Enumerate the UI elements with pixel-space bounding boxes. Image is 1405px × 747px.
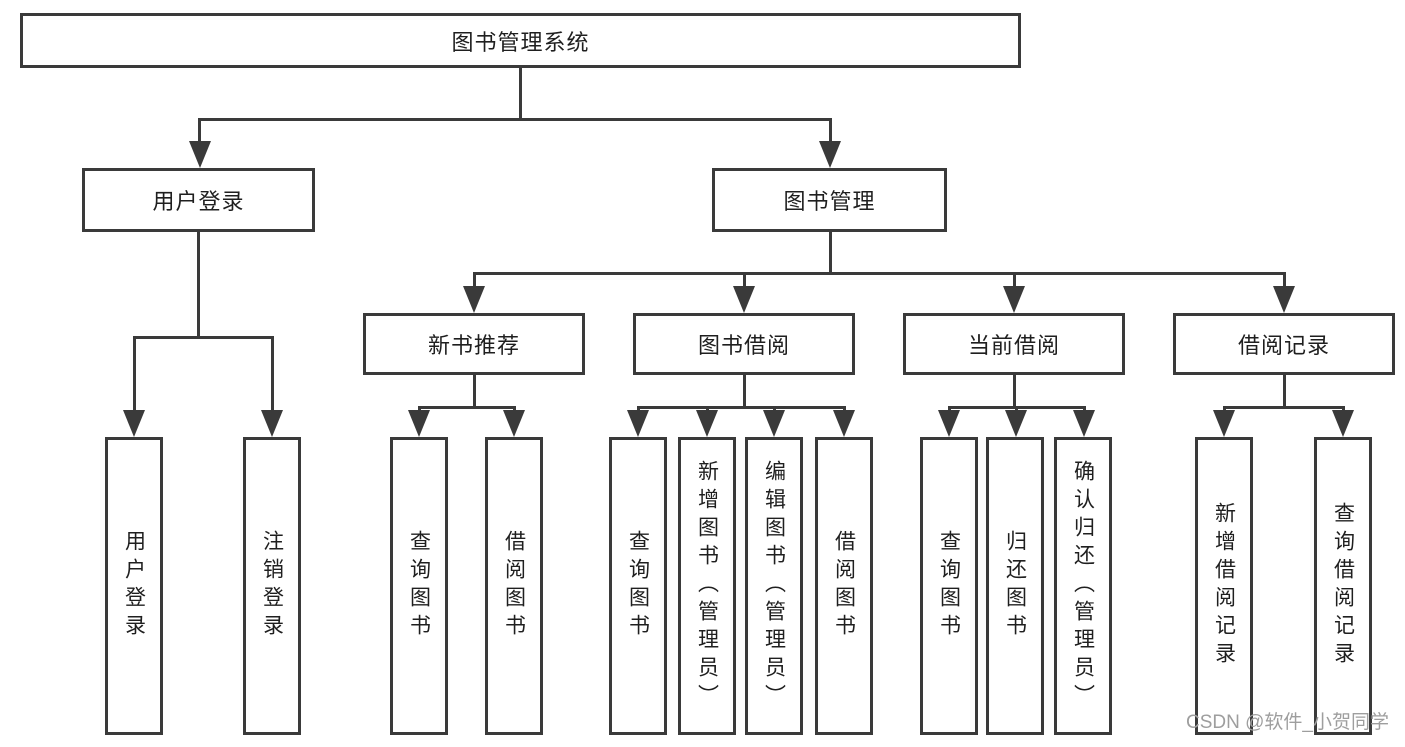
connector-line [829, 232, 832, 274]
connector-line [1015, 406, 1018, 412]
connector-line [773, 406, 776, 412]
connector-line [843, 406, 846, 412]
connector-line [706, 406, 709, 412]
node-new-book-recommendation: 新书推荐 [363, 313, 585, 375]
connector-line [519, 68, 522, 120]
arrow-down-icon [261, 410, 283, 437]
connector-line [1223, 406, 1345, 409]
connector-line [1223, 406, 1226, 412]
connector-line [637, 406, 640, 412]
arrow-down-icon [408, 410, 430, 437]
arrow-down-icon [763, 410, 785, 437]
leaf-user-login: 用户登录 [105, 437, 163, 735]
leaf-query-books-recommend: 查询图书 [390, 437, 448, 735]
leaf-query-books-current: 查询图书 [920, 437, 978, 735]
connector-line [1083, 406, 1086, 412]
connector-line [197, 232, 200, 338]
arrow-down-icon [627, 410, 649, 437]
connector-line [473, 375, 476, 408]
connector-line [1342, 406, 1345, 412]
connector-line [473, 272, 476, 287]
leaf-borrow-books: 借阅图书 [815, 437, 873, 735]
arrow-down-icon [463, 286, 485, 313]
arrow-down-icon [819, 141, 841, 168]
arrow-down-icon [938, 410, 960, 437]
node-user-login: 用户登录 [82, 168, 315, 232]
connector-line [948, 406, 951, 412]
connector-line [473, 272, 1286, 275]
node-library-management-system: 图书管理系统 [20, 13, 1021, 68]
leaf-edit-books-admin: 编辑图书（管理员） [745, 437, 803, 735]
node-book-management: 图书管理 [712, 168, 947, 232]
arrow-down-icon [733, 286, 755, 313]
connector-line [198, 118, 201, 143]
connector-line [743, 272, 746, 287]
leaf-logout: 注销登录 [243, 437, 301, 735]
watermark: CSDN @软件_小贺同学 [1186, 712, 1389, 733]
arrow-down-icon [1073, 410, 1095, 437]
connector-line [198, 118, 832, 121]
node-book-borrowing: 图书借阅 [633, 313, 855, 375]
arrow-down-icon [833, 410, 855, 437]
arrow-down-icon [1273, 286, 1295, 313]
connector-line [1013, 272, 1016, 287]
leaf-return-books: 归还图书 [986, 437, 1044, 735]
connector-line [271, 336, 274, 411]
connector-line [418, 406, 421, 412]
node-borrowing-records: 借阅记录 [1173, 313, 1395, 375]
arrow-down-icon [1332, 410, 1354, 437]
connector-line [418, 406, 516, 409]
arrow-down-icon [123, 410, 145, 437]
connector-line [513, 406, 516, 412]
arrow-down-icon [1005, 410, 1027, 437]
arrow-down-icon [1003, 286, 1025, 313]
arrow-down-icon [696, 410, 718, 437]
leaf-add-books-admin: 新增图书（管理员） [678, 437, 736, 735]
arrow-down-icon [503, 410, 525, 437]
node-current-borrowing: 当前借阅 [903, 313, 1125, 375]
connector-line [743, 375, 746, 408]
arrow-down-icon [189, 141, 211, 168]
leaf-query-books-borrow: 查询图书 [609, 437, 667, 735]
connector-line [1283, 375, 1286, 408]
connector-line [1283, 272, 1286, 287]
connector-line [637, 406, 846, 409]
leaf-confirm-return-admin: 确认归还（管理员） [1054, 437, 1112, 735]
connector-line [1013, 375, 1016, 408]
connector-line [133, 336, 136, 411]
leaf-query-borrow-record: 查询借阅记录 [1314, 437, 1372, 735]
leaf-borrow-books-recommend: 借阅图书 [485, 437, 543, 735]
connector-line [829, 118, 832, 143]
arrow-down-icon [1213, 410, 1235, 437]
leaf-add-borrow-record: 新增借阅记录 [1195, 437, 1253, 735]
connector-line [133, 336, 274, 339]
